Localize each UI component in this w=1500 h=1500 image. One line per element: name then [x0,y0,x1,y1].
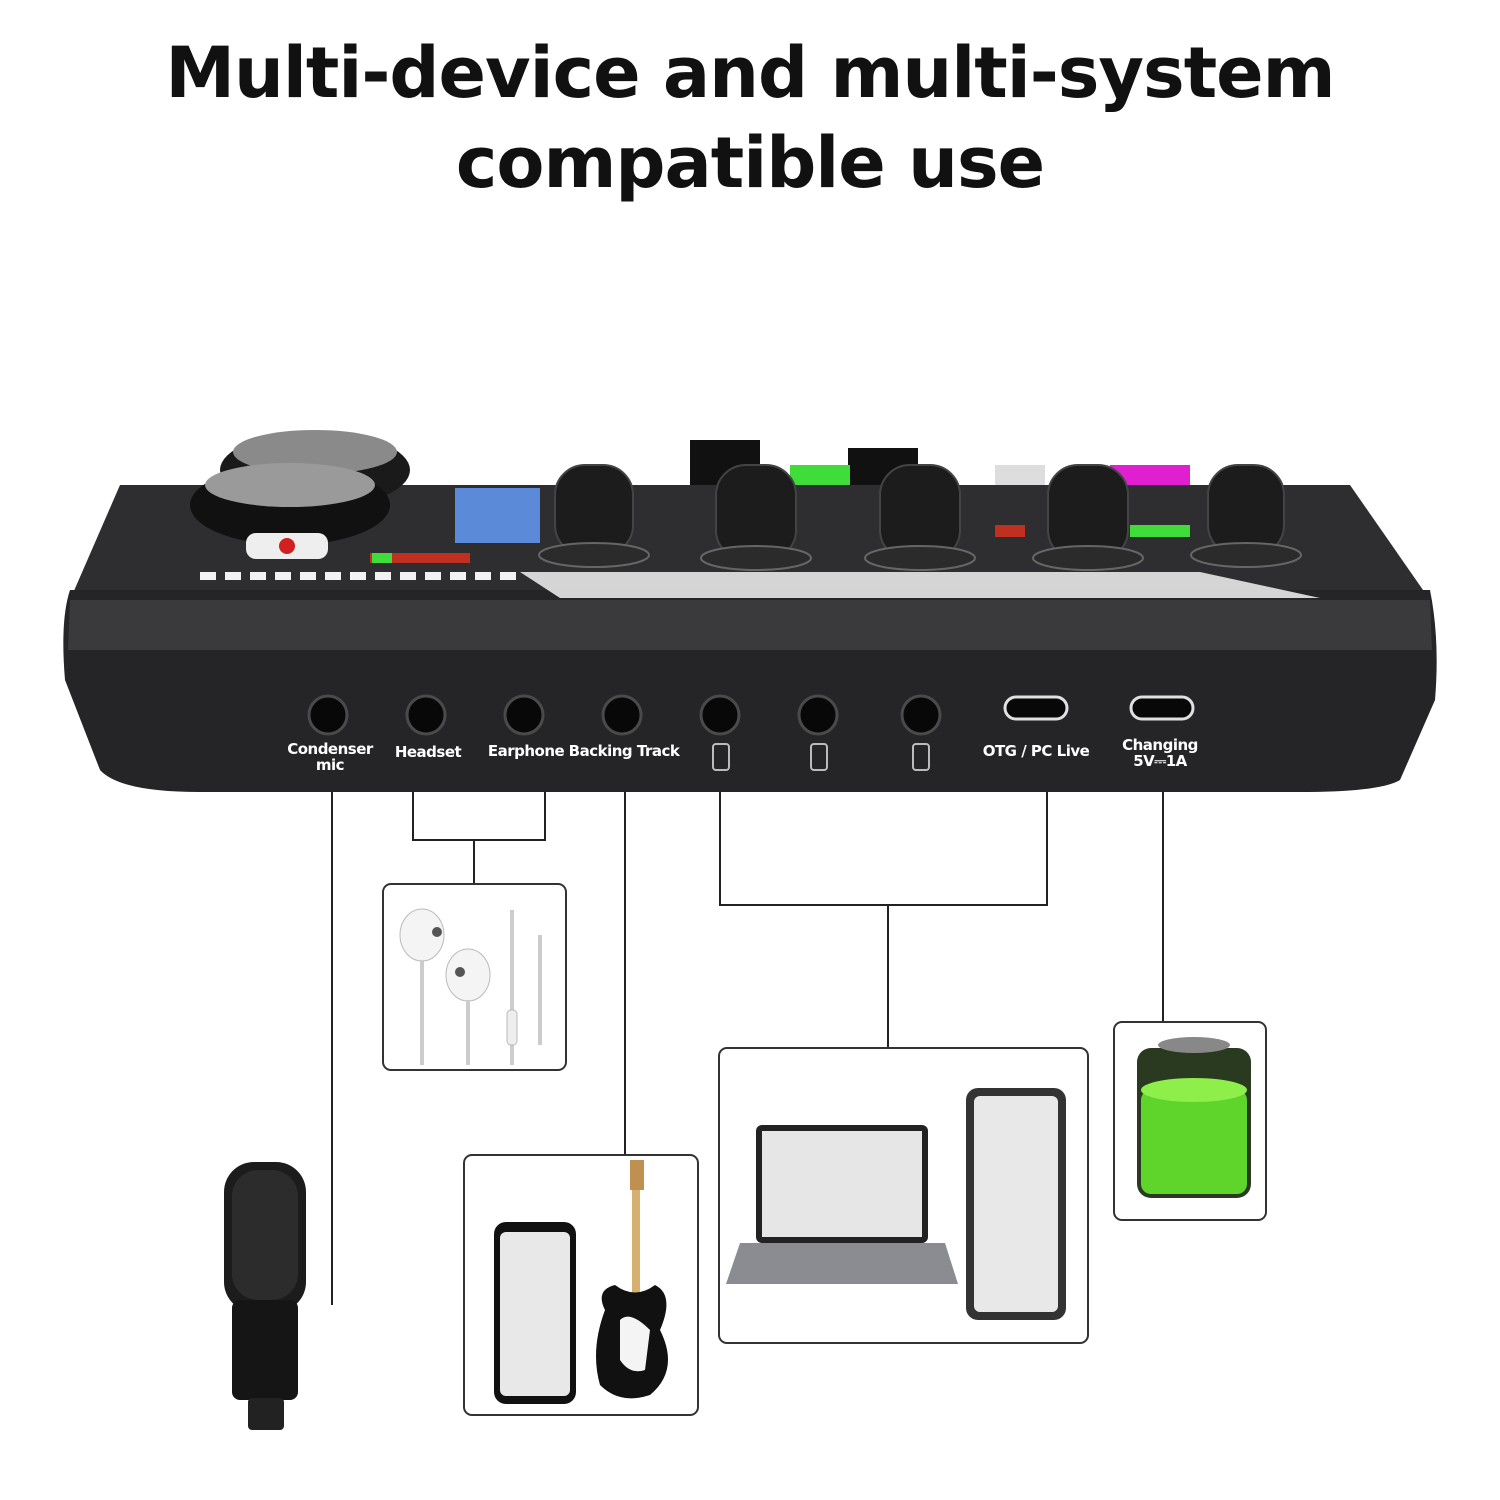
tablet-icon [966,1088,1066,1320]
phone-icon [712,743,930,771]
port-label-headset: Headset [394,743,462,761]
title-line-1: Multi-device and multi-system [165,32,1335,114]
audio-jacks [307,694,942,736]
battery-icon [1137,1037,1251,1198]
earphones-icon [399,908,542,1065]
smartphone-icon [494,1222,576,1404]
port-label-earphone: Earphone [487,742,565,760]
condenser-microphone-icon [224,1162,306,1430]
title-line-2: compatible use [455,122,1045,204]
electric-guitar-icon [596,1160,668,1399]
connector-lines [331,792,1164,1305]
port-label-backing-track: Backing Track [568,742,680,760]
sound-card-device [63,430,1437,792]
port-label-otg-pc-live: OTG / PC Live [982,742,1090,760]
usb-c-ports [1003,695,1195,721]
laptop-icon [726,1125,958,1284]
